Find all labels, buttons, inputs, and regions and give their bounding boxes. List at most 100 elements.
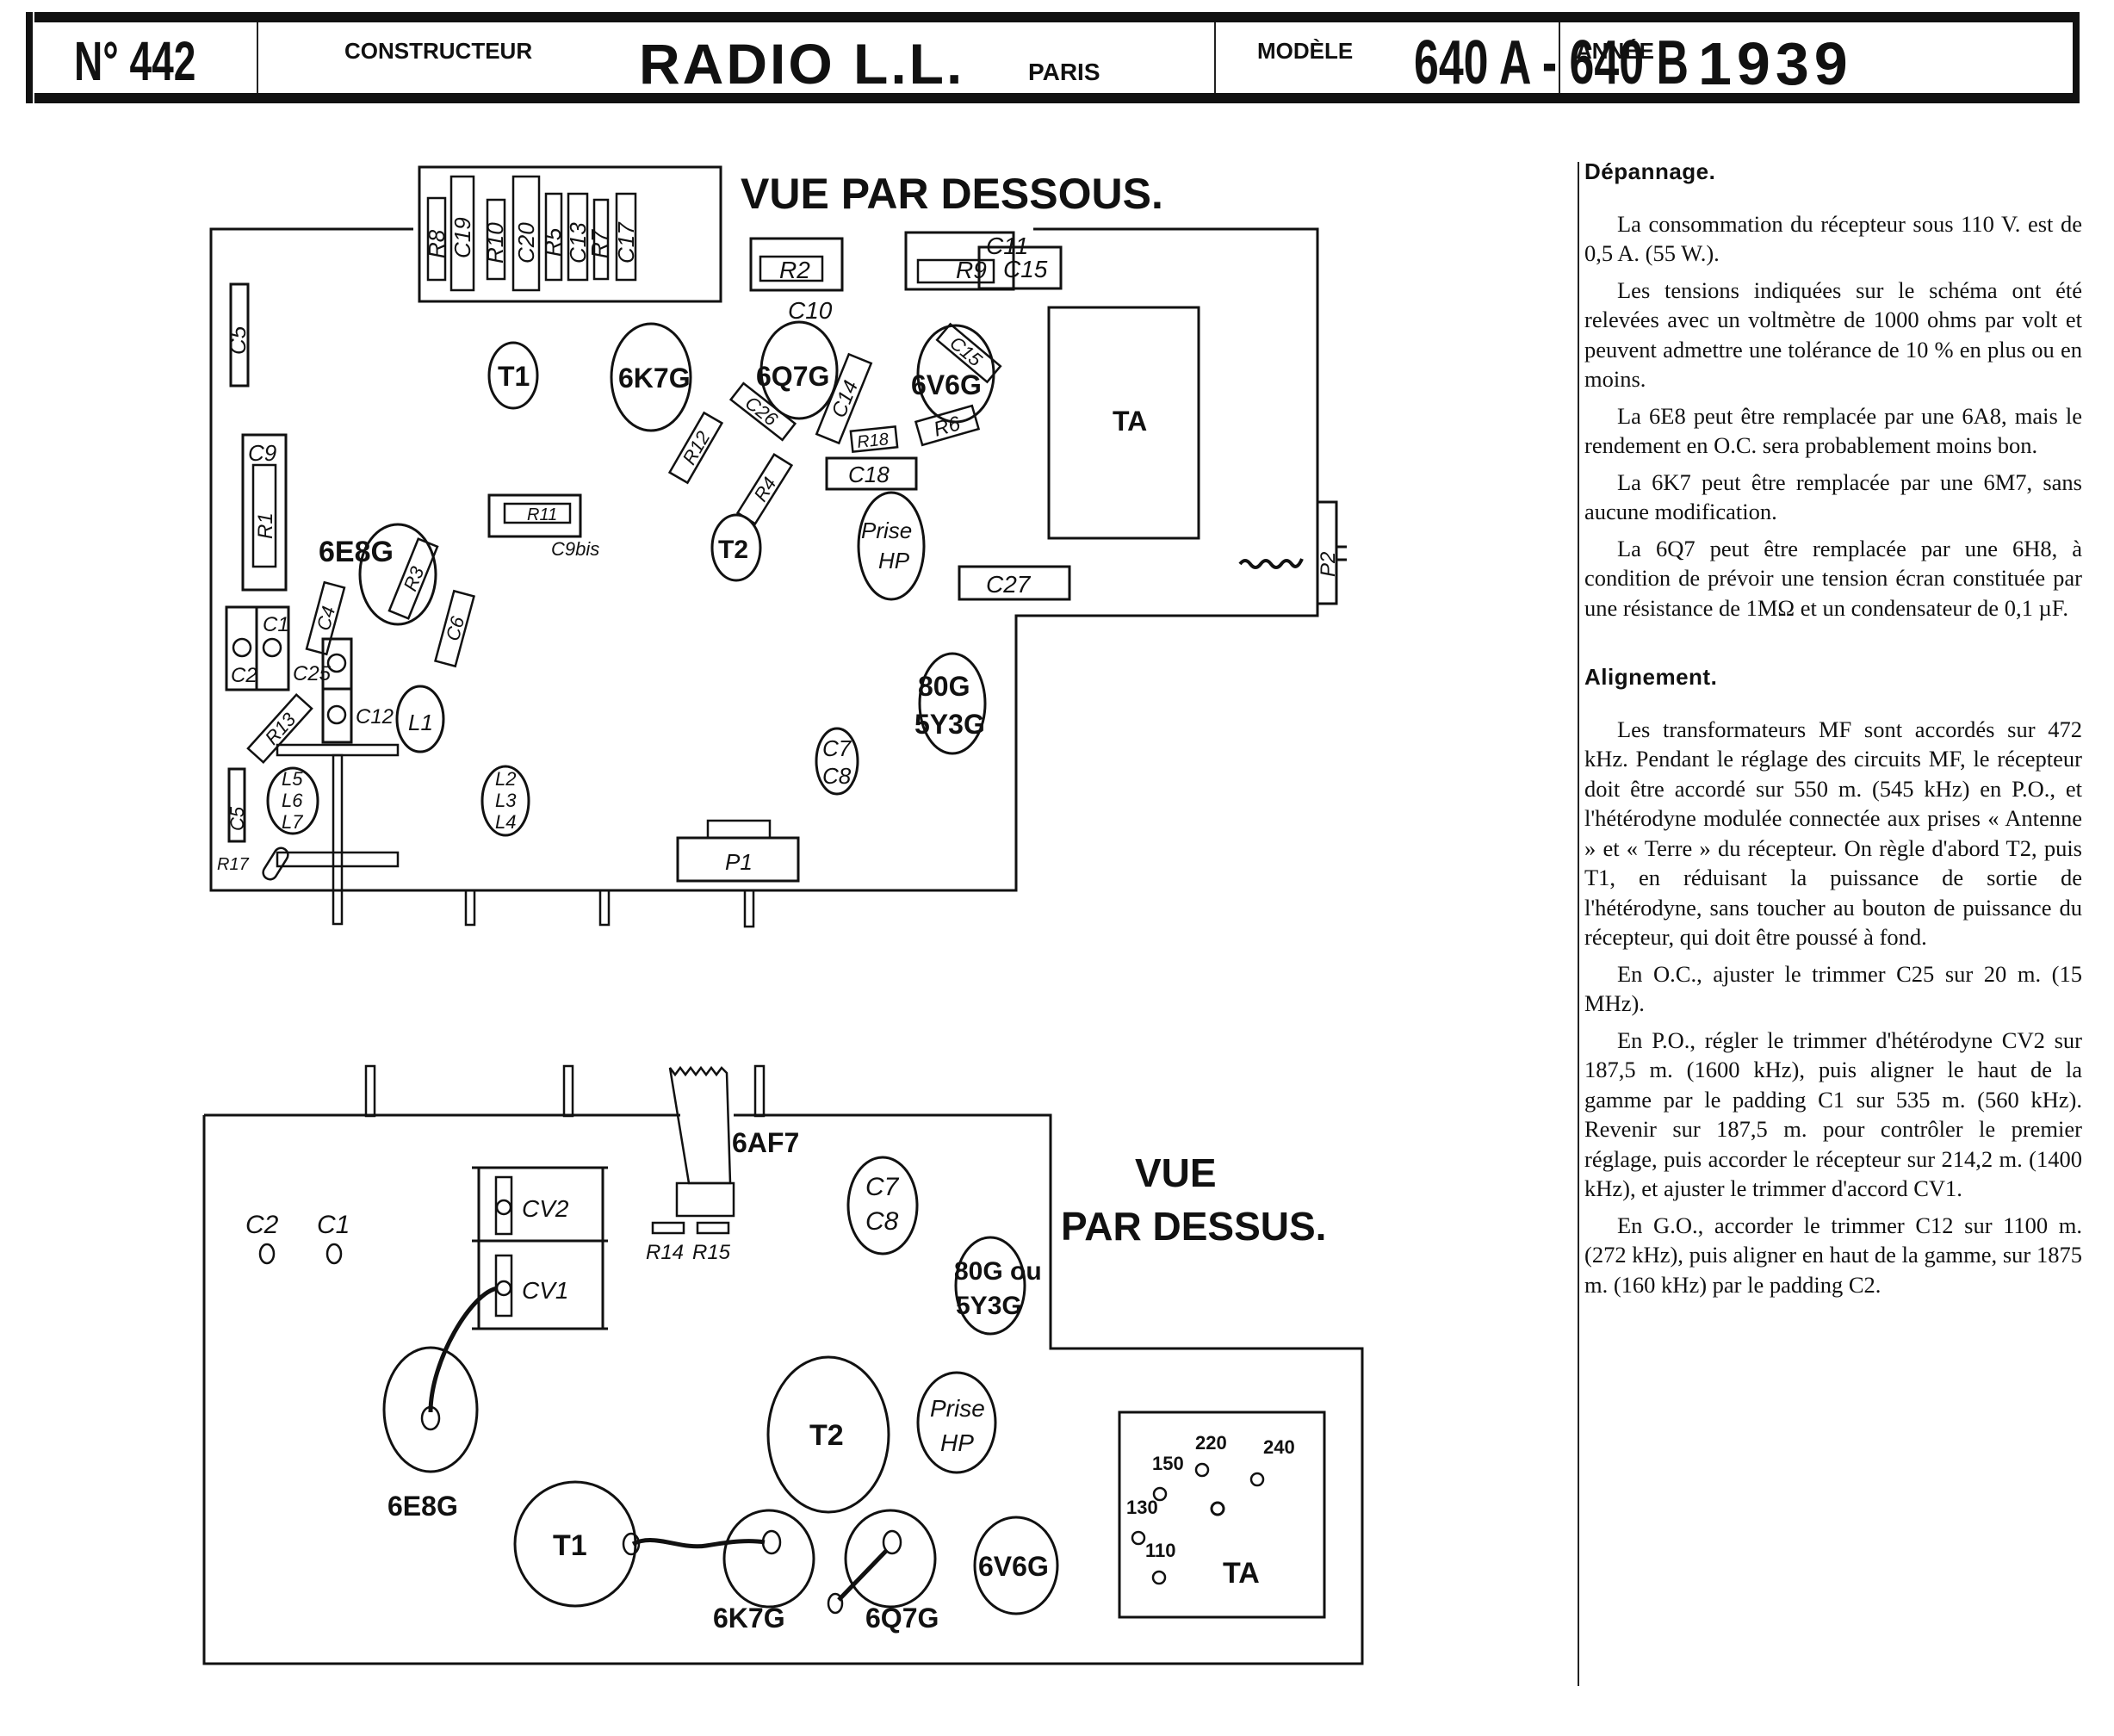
tube-6K7G xyxy=(610,322,692,432)
control-shaft[interactable] xyxy=(598,889,611,927)
label-6V6G: 6V6G xyxy=(911,369,982,400)
depannage-paragraph: La 6E8 peut être remplacée par une 6A8, … xyxy=(1584,402,2082,459)
label-prise-top: Prise xyxy=(930,1395,985,1422)
speaker-socket-top xyxy=(916,1371,997,1474)
label-C7-top: C7 xyxy=(865,1173,900,1201)
voltage-tap-240[interactable] xyxy=(1249,1472,1265,1487)
wave-switch-bar xyxy=(276,743,400,757)
voltage-label-110: 110 xyxy=(1145,1540,1176,1561)
column-divider xyxy=(1578,162,1579,1686)
grid-cap-6K7G xyxy=(761,1529,782,1555)
L5-L6-L7-coils xyxy=(266,766,319,835)
C25-trimmer-screw[interactable] xyxy=(326,653,347,673)
C1-screw[interactable] xyxy=(325,1243,343,1265)
depannage-paragraph: La 6K7 peut être remplacée par une 6M7, … xyxy=(1584,468,2082,525)
TA-power-transformer xyxy=(1047,306,1200,540)
grid-cap-6E8G xyxy=(420,1405,441,1431)
header-top-rule xyxy=(34,12,2080,22)
C27-capacitor xyxy=(958,565,1071,601)
chassis-diagrams: VUE PAR DESSOUS. R8 C19 R10 C20 R5 C13 R… xyxy=(202,165,1364,1665)
C2-trimmer-screw[interactable] xyxy=(232,637,252,658)
label-R14: R14 xyxy=(646,1241,684,1264)
alignement-paragraph: En G.O., accorder le trimmer C12 sur 110… xyxy=(1584,1212,2082,1298)
alignement-paragraph: Les transformateurs MF sont accordés sur… xyxy=(1584,716,2082,951)
label-C8-top: C8 xyxy=(865,1207,899,1236)
voltage-label-240: 240 xyxy=(1263,1436,1295,1458)
CV1-trimmer[interactable] xyxy=(494,1254,513,1318)
label-C2: C2 xyxy=(231,664,257,687)
R13-resistor xyxy=(246,692,313,765)
T1-transformer xyxy=(487,341,539,410)
tuning-eye-base xyxy=(675,1181,735,1218)
label-C11: C11 xyxy=(986,232,1028,259)
P2-twisted-wire xyxy=(1238,558,1304,569)
label-R5: R5 xyxy=(540,227,566,257)
label-C20: C20 xyxy=(513,222,539,264)
label-6K7G-top: 6K7G xyxy=(713,1603,785,1634)
header-right-edge xyxy=(2073,19,2080,96)
label-C1-top: C1 xyxy=(317,1211,350,1239)
label-C5: C5 xyxy=(225,326,251,355)
CV2-screw[interactable] xyxy=(495,1199,512,1216)
control-shaft[interactable] xyxy=(464,889,476,927)
R12-resistor xyxy=(667,411,724,485)
model-label: MODÈLE xyxy=(1257,38,1354,64)
variable-capacitor-CV xyxy=(472,1166,608,1330)
top-view-diagram: VUE PAR DESSUS. 6AF7 C2 C1 CV2 CV1 xyxy=(202,1064,1364,1665)
label-C9: C9 xyxy=(248,440,276,466)
wave-switch-bar xyxy=(276,851,400,868)
R17-resistor xyxy=(262,846,289,881)
C12-trimmer-screw[interactable] xyxy=(326,704,347,725)
CV2-trimmer[interactable] xyxy=(494,1175,513,1236)
label-T1: T1 xyxy=(498,361,530,392)
label-6AF7: 6AF7 xyxy=(732,1127,799,1158)
depannage-paragraph: Les tensions indiquées sur le schéma ont… xyxy=(1584,276,2082,393)
voltage-tap-110[interactable] xyxy=(1151,1570,1167,1585)
R9-resistor xyxy=(916,258,995,284)
label-L3: L3 xyxy=(495,790,517,811)
alignement-paragraph: En P.O., régler le trimmer d'hétérodyne … xyxy=(1584,1026,2082,1202)
alignement-heading: Alignement. xyxy=(1584,664,1718,690)
label-C2-top: C2 xyxy=(245,1211,279,1239)
label-C12: C12 xyxy=(356,705,394,728)
voltage-selector-common[interactable] xyxy=(1210,1501,1225,1516)
label-R18: R18 xyxy=(856,430,890,452)
label-C27: C27 xyxy=(986,571,1032,598)
P1-shaft[interactable] xyxy=(743,889,755,928)
header-banner: N° 442 CONSTRUCTEUR RADIO L.L. PARIS MOD… xyxy=(26,12,2080,103)
shaft-top[interactable] xyxy=(753,1064,766,1118)
shaft-top[interactable] xyxy=(562,1064,574,1118)
voltage-tap-130[interactable] xyxy=(1131,1530,1146,1546)
R9-C11-box xyxy=(904,231,1015,291)
voltage-tap-150[interactable] xyxy=(1152,1486,1168,1502)
header-separator xyxy=(1559,22,1560,93)
C9bis-box xyxy=(487,493,582,538)
label-C7: C7 xyxy=(822,735,852,761)
label-C15: C15 xyxy=(1003,256,1048,282)
shaft-top[interactable] xyxy=(364,1064,376,1118)
label-C18: C18 xyxy=(848,462,890,487)
label-6K7G: 6K7G xyxy=(618,363,691,394)
tube-6K7G-top xyxy=(722,1509,815,1609)
CV1-screw[interactable] xyxy=(495,1280,512,1297)
depannage-heading: Dépannage. xyxy=(1584,158,1716,184)
text-column: Dépannage. La consommation du récepteur … xyxy=(1584,152,2082,1306)
C1-trimmer-screw[interactable] xyxy=(262,637,282,658)
label-C26: C26 xyxy=(741,392,783,431)
P1-potentiometer[interactable] xyxy=(676,836,800,883)
manufacturer-name: RADIO L.L. xyxy=(639,32,965,96)
label-L4: L4 xyxy=(495,811,516,833)
sheet-number: N° 442 xyxy=(74,30,196,92)
C2-screw[interactable] xyxy=(258,1243,276,1265)
switch-shaft[interactable] xyxy=(332,753,344,926)
depannage-paragraph: La consommation du récepteur sous 110 V.… xyxy=(1584,210,2082,267)
P2-pins xyxy=(1336,545,1347,561)
C5-capacitor xyxy=(229,282,250,388)
voltage-label-220: 220 xyxy=(1195,1432,1227,1454)
C15-on-6V6 xyxy=(935,322,1002,384)
chassis-outline xyxy=(209,227,1319,892)
R14-resistor xyxy=(651,1221,685,1235)
speaker-socket xyxy=(857,491,926,601)
alignement-paragraph: En O.C., ajuster le trimmer C25 sur 20 m… xyxy=(1584,960,2082,1017)
voltage-tap-220[interactable] xyxy=(1194,1462,1210,1478)
